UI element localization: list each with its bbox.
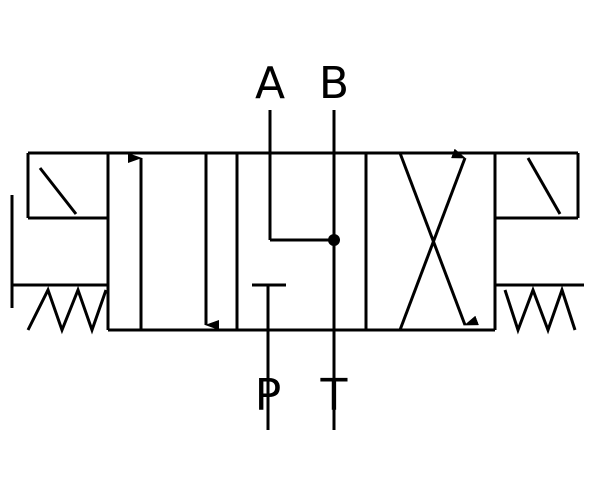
junction-dot bbox=[328, 234, 340, 246]
envelope-center bbox=[252, 153, 340, 330]
right-solenoid-stroke bbox=[526, 157, 562, 215]
left-actuator bbox=[10, 153, 108, 335]
cross-arrow-down bbox=[398, 152, 479, 326]
right-actuator bbox=[495, 153, 584, 335]
port-label-b: B bbox=[319, 58, 349, 109]
envelope-parallel bbox=[128, 153, 219, 330]
left-solenoid-stroke bbox=[38, 167, 78, 215]
right-spring bbox=[503, 285, 577, 335]
valve-body bbox=[28, 151, 578, 332]
envelope-crossed bbox=[398, 148, 479, 331]
left-spring bbox=[26, 285, 108, 335]
port-label-a: A bbox=[255, 58, 285, 109]
cross-arrow-up bbox=[398, 148, 467, 331]
